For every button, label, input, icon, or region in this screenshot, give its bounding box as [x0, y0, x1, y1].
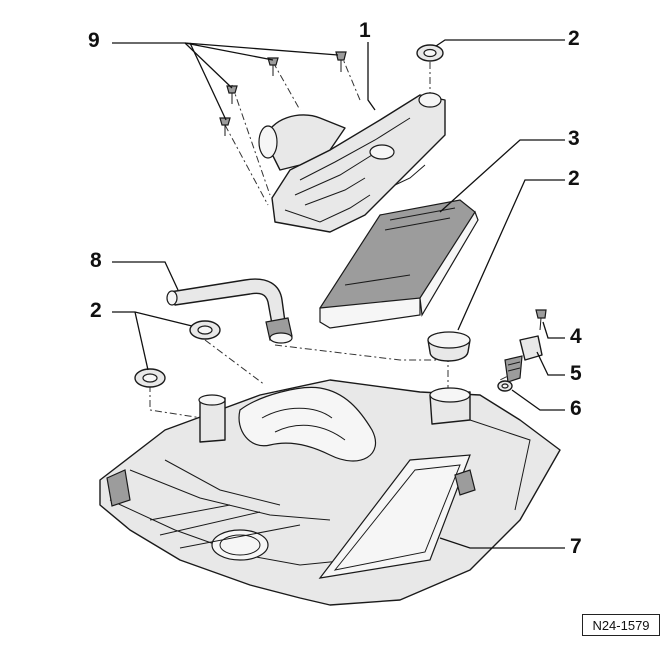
callout-2-filter-seal: 2 [568, 167, 580, 190]
callout-4: 4 [570, 325, 582, 348]
bolt [535, 309, 547, 331]
callout-2-top: 2 [568, 27, 580, 50]
screw [267, 57, 279, 76]
callout-8: 8 [90, 249, 102, 272]
callout-7: 7 [570, 535, 582, 558]
figure-reference: N24-1579 [582, 614, 660, 636]
callout-2-left: 2 [90, 299, 102, 322]
o-ring [497, 380, 513, 392]
seal-rings [134, 44, 471, 388]
callout-5: 5 [570, 362, 582, 385]
screw [219, 117, 231, 136]
screw [226, 85, 238, 104]
callout-9: 9 [88, 29, 100, 52]
seal-ring [189, 320, 221, 340]
seal-ring [134, 368, 166, 388]
callout-1: 1 [359, 19, 371, 42]
screw-set [219, 51, 347, 136]
callout-3: 3 [568, 127, 580, 150]
breather-hose [166, 278, 293, 344]
leader-lines [112, 39, 565, 549]
upper-housing [258, 92, 446, 233]
screw [335, 51, 347, 72]
air-filter-element [319, 199, 479, 329]
sensor [504, 335, 543, 383]
seal-ring-large [427, 331, 471, 362]
callout-6: 6 [570, 397, 582, 420]
seal-ring [416, 44, 444, 62]
assembly-lines [149, 51, 521, 421]
lower-housing [99, 379, 561, 606]
